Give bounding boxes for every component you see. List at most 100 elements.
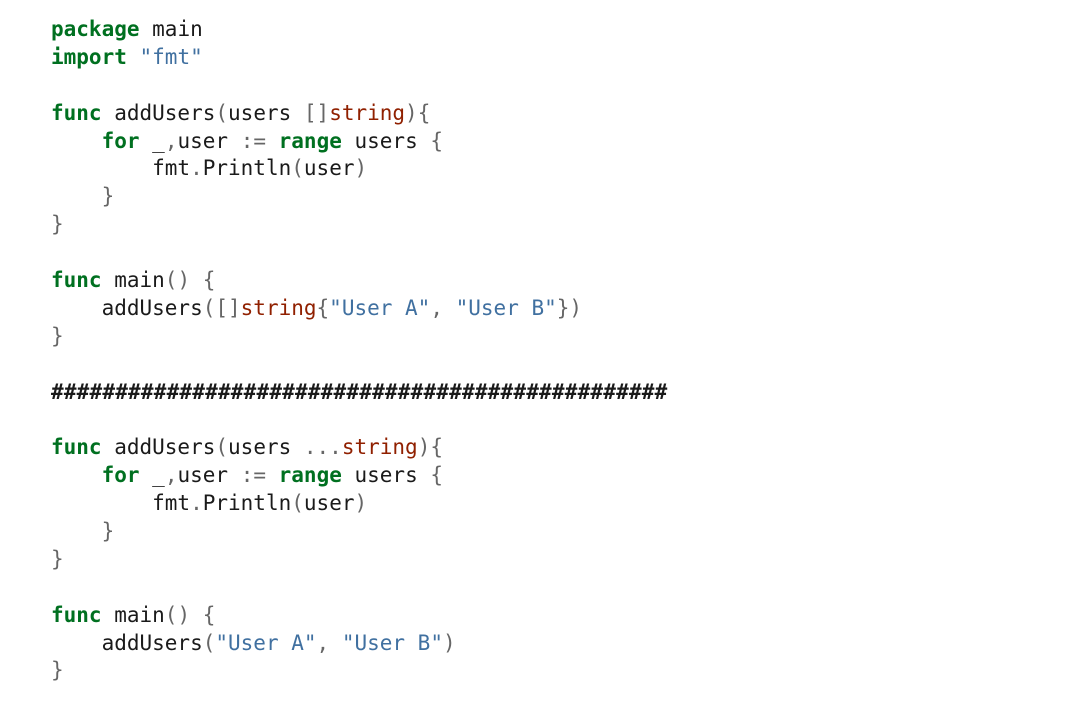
code-token: string <box>341 435 418 460</box>
code-token: string <box>329 100 406 125</box>
code-token: import <box>51 44 127 69</box>
code-token: } <box>51 546 64 571</box>
code-token: . <box>190 491 203 516</box>
code-token: ( <box>215 100 229 125</box>
code-token: addUsers <box>101 100 216 125</box>
code-token: range <box>278 463 342 488</box>
code-token: package <box>51 17 140 41</box>
code-token: } <box>101 519 115 544</box>
code-token: { <box>430 463 444 488</box>
code-line: package main <box>51 16 1051 44</box>
code-token: user <box>177 463 241 488</box>
code-token: for <box>101 463 140 488</box>
code-token: "User A" <box>215 630 317 655</box>
code-line: } <box>51 518 1051 546</box>
code-token <box>51 519 102 543</box>
code-token: ... <box>303 435 342 460</box>
code-token: "User B" <box>455 295 557 320</box>
code-line: func main() { <box>51 267 1051 295</box>
code-token: ([] <box>202 295 241 320</box>
code-token: ){ <box>405 100 431 125</box>
code-token: main <box>101 268 165 293</box>
code-token: }) <box>556 295 583 320</box>
divider-line: ########################################… <box>51 379 1051 407</box>
code-token: fmt <box>51 156 191 181</box>
code-token: user <box>303 491 355 516</box>
code-line <box>51 351 1051 379</box>
code-line: fmt.Println(user) <box>51 155 1051 183</box>
code-line <box>51 574 1051 602</box>
code-token: addUsers <box>51 295 203 320</box>
code-token: func <box>51 602 102 627</box>
code-token: func <box>51 100 102 125</box>
code-line: for _,user := range users { <box>51 462 1051 490</box>
code-line: addUsers("User A", "User B") <box>51 630 1051 658</box>
code-token: ########################################… <box>51 379 668 404</box>
code-token: [] <box>303 100 330 125</box>
code-token: . <box>190 156 203 181</box>
code-token: () { <box>164 268 216 293</box>
code-token: , <box>316 630 342 655</box>
code-token: "fmt" <box>139 44 203 69</box>
code-token <box>127 45 140 69</box>
code-token: ( <box>291 156 304 181</box>
code-token: ( <box>291 491 304 516</box>
code-token: } <box>101 184 115 209</box>
code-line: func main() { <box>51 602 1051 630</box>
code-token: main <box>101 602 165 627</box>
code-token: ( <box>215 435 229 460</box>
code-token: _ <box>139 463 165 488</box>
code-token: user <box>177 128 241 153</box>
code-token: users <box>228 100 304 125</box>
code-token: ) <box>354 491 368 516</box>
code-token: } <box>51 323 64 348</box>
code-line: func addUsers(users ...string){ <box>51 434 1051 462</box>
code-token: "User A" <box>329 295 431 320</box>
code-line: fmt.Println(user) <box>51 490 1051 518</box>
code-line <box>51 239 1051 267</box>
code-line <box>51 72 1051 100</box>
code-token: := <box>240 128 266 153</box>
code-token: users <box>228 435 304 460</box>
code-token: { <box>430 128 444 153</box>
code-token: , <box>430 295 456 320</box>
code-token: Println <box>202 491 292 516</box>
code-token <box>51 184 102 208</box>
code-token: _ <box>139 128 165 153</box>
code-token: , <box>164 463 178 488</box>
code-line: } <box>51 657 1051 685</box>
code-token: func <box>51 435 102 460</box>
code-line: } <box>51 546 1051 574</box>
code-token: , <box>164 128 178 153</box>
code-token <box>51 129 102 153</box>
code-token: () { <box>164 602 216 627</box>
code-token: := <box>240 463 266 488</box>
code-token: range <box>278 128 342 153</box>
code-line <box>51 406 1051 434</box>
code-line: func addUsers(users []string){ <box>51 100 1051 128</box>
code-token: ) <box>442 630 456 655</box>
code-token: addUsers <box>101 435 216 460</box>
code-token: fmt <box>51 491 191 516</box>
code-token <box>266 463 279 487</box>
code-token: } <box>51 212 64 237</box>
code-token <box>51 463 102 487</box>
code-token: { <box>316 295 330 320</box>
code-token: users <box>341 128 431 153</box>
code-token: users <box>341 463 431 488</box>
code-token: ) <box>354 156 368 181</box>
code-line: addUsers([]string{"User A", "User B"}) <box>51 295 1051 323</box>
code-token: } <box>51 658 64 683</box>
code-token: user <box>303 156 355 181</box>
code-token: string <box>240 295 317 320</box>
code-token <box>266 129 279 153</box>
code-line: import "fmt" <box>51 44 1051 72</box>
code-token: ( <box>202 630 216 655</box>
code-token: "User B" <box>341 630 443 655</box>
code-line: } <box>51 323 1051 351</box>
code-token: addUsers <box>51 630 203 655</box>
code-line: } <box>51 211 1051 239</box>
code-token: for <box>101 128 140 153</box>
code-token: ){ <box>417 435 443 460</box>
